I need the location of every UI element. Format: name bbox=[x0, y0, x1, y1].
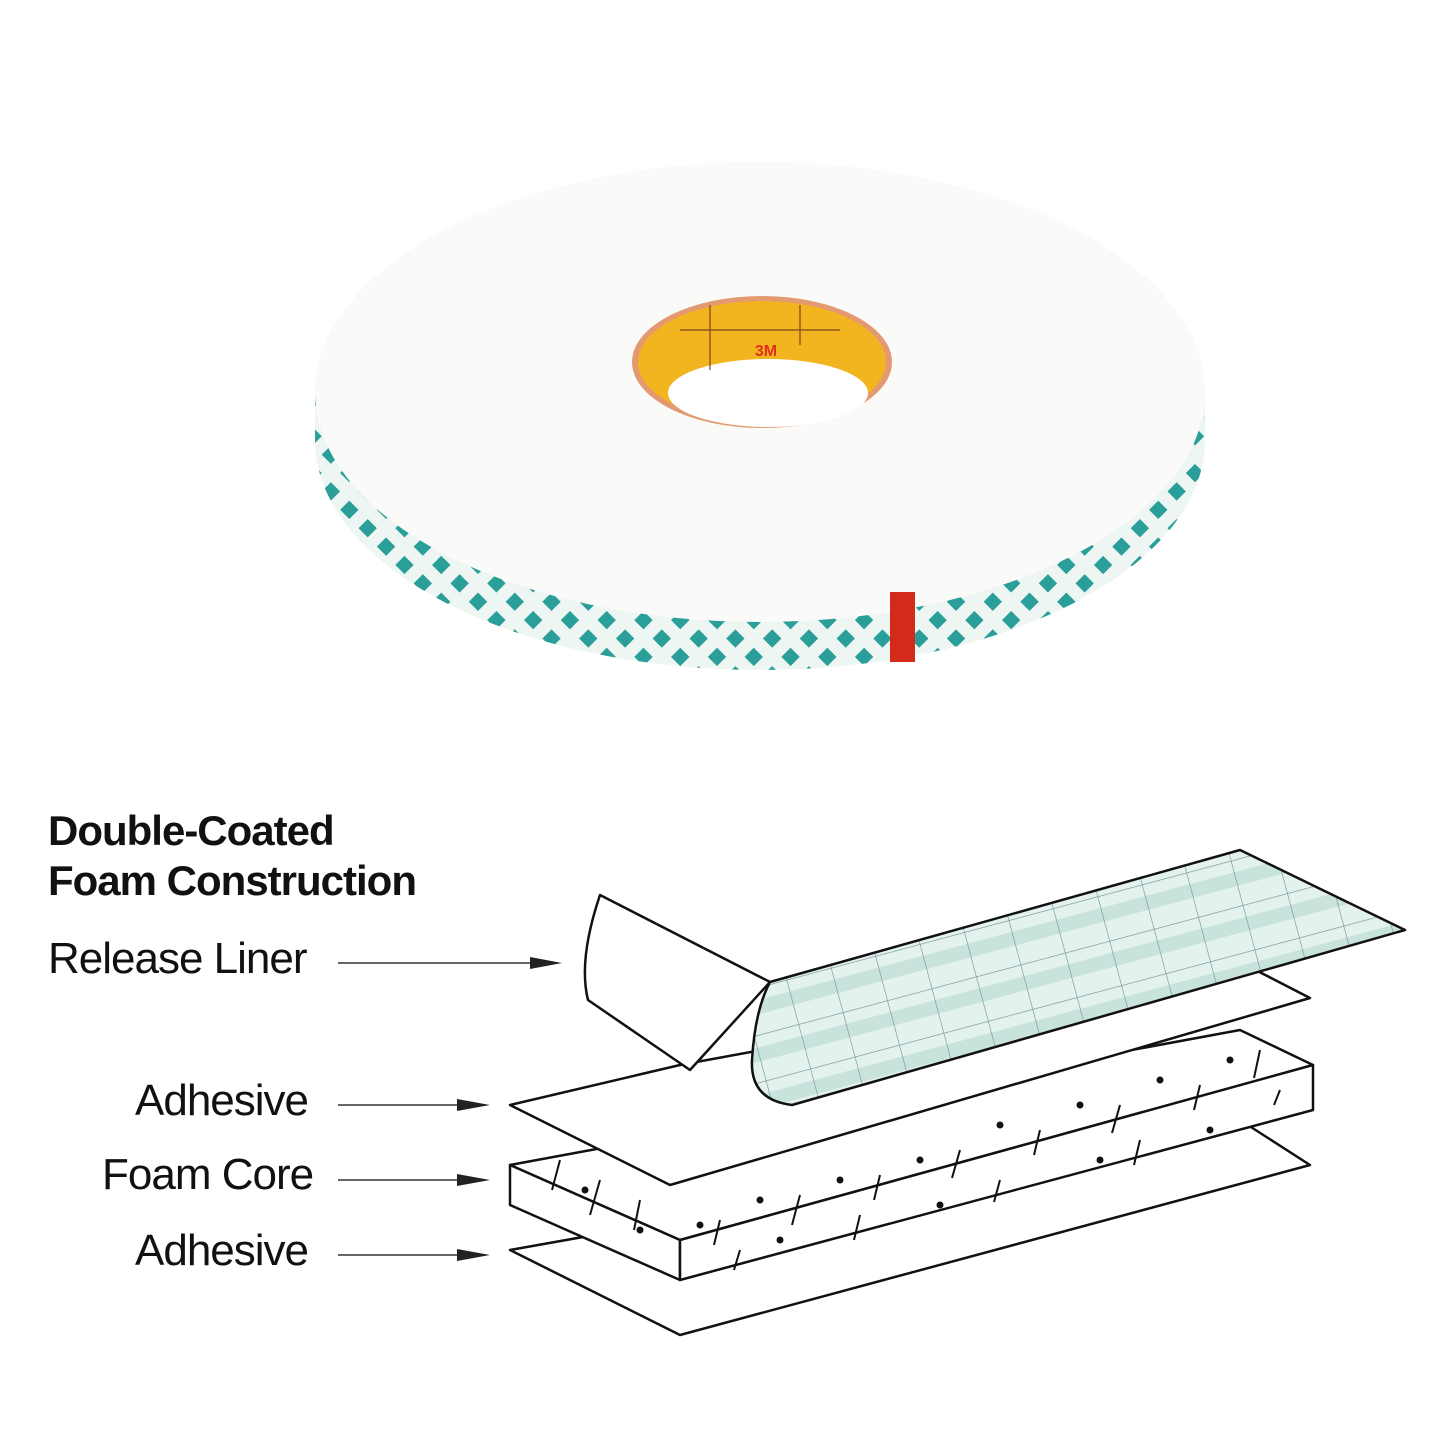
title-line-1: Double-Coated bbox=[48, 807, 335, 854]
arrow-release-liner bbox=[338, 957, 562, 969]
arrow-adhesive-bottom bbox=[338, 1249, 490, 1261]
diagram-title: Double-Coated Foam Construction bbox=[48, 806, 417, 906]
top-adhesive-layer bbox=[508, 960, 1312, 1187]
tape-roll: 3M bbox=[315, 162, 1205, 670]
label-adhesive-bottom: Adhesive bbox=[135, 1226, 309, 1275]
callout-arrows bbox=[338, 957, 562, 1261]
foam-core-layer bbox=[508, 1028, 1315, 1282]
label-foam-core: Foam Core bbox=[102, 1150, 314, 1199]
layer-diagram bbox=[508, 848, 1407, 1337]
edge-tab bbox=[890, 592, 915, 662]
title-line-2: Foam Construction bbox=[48, 857, 417, 904]
label-adhesive-top: Adhesive bbox=[135, 1076, 309, 1125]
release-liner-layer bbox=[583, 848, 1407, 1107]
brand-mark: 3M bbox=[755, 343, 777, 360]
arrow-adhesive-top bbox=[338, 1099, 490, 1111]
core-hole bbox=[668, 359, 868, 427]
arrow-foam-core bbox=[338, 1174, 490, 1186]
label-release-liner: Release Liner bbox=[48, 934, 307, 983]
